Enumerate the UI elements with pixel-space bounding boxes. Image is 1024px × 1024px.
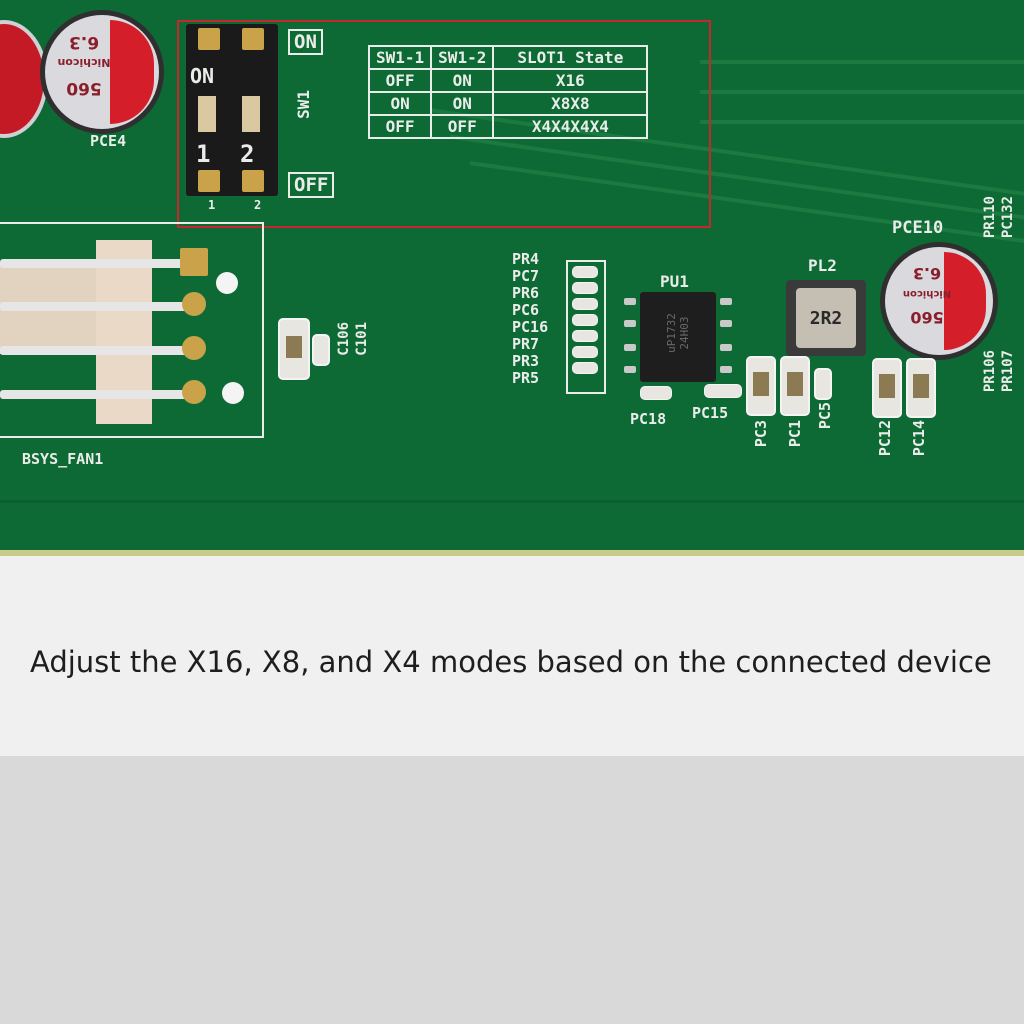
- table-header: SW1-1: [367, 45, 433, 70]
- component-c101: [312, 334, 330, 366]
- fan-pad: [180, 248, 208, 276]
- label-pce10: PCE10: [892, 218, 944, 238]
- table-row: OFF ON X16: [367, 68, 649, 93]
- inductor-marking: 2R2: [809, 308, 843, 329]
- label-pr106: PR106: [982, 350, 998, 393]
- label-pc5: PC5: [816, 402, 834, 430]
- resistor-label: PC6: [512, 301, 540, 319]
- capacitor-voltage: 6.3: [68, 32, 100, 52]
- resistor-label: PR5: [512, 369, 540, 387]
- table-cell: ON: [430, 68, 495, 93]
- inductor-pl2: 2R2: [786, 280, 866, 356]
- table-header: SW1-2: [430, 45, 495, 70]
- fan-pin: [0, 346, 200, 355]
- label-fan: BSYS_FAN1: [22, 450, 104, 468]
- table-header-row: SW1-1 SW1-2 SLOT1 State: [367, 45, 649, 70]
- capacitor-brand: Nichicon: [57, 56, 111, 69]
- fan-pad: [182, 292, 206, 316]
- label-off: OFF: [288, 172, 335, 198]
- label-pr110: PR110: [982, 196, 998, 239]
- label-pr107: PR107: [1000, 350, 1016, 393]
- label-pc1: PC1: [786, 420, 804, 448]
- capacitor-pce4: 6.3 Nichicon 560: [40, 10, 164, 134]
- chip-marking: uP1732 24H03: [665, 313, 691, 353]
- switch-pin-2: 2: [254, 198, 262, 212]
- table-cell: OFF: [367, 114, 433, 139]
- table-header: SLOT1 State: [492, 45, 649, 70]
- capacitor-pce10: 6.3 Nichicon 560: [880, 242, 998, 360]
- caption-band: [0, 556, 1024, 756]
- table-cell: X16: [492, 68, 649, 93]
- label-pc3: PC3: [752, 420, 770, 448]
- board-trace: [0, 500, 1024, 503]
- board-trace: [700, 60, 1024, 64]
- table-row: ON ON X8X8: [367, 91, 649, 116]
- component-c106: [278, 318, 310, 380]
- circuit-board-photo: 6.3 Nichicon 560 PCE4 ON 1 2 1 2 ON OFF …: [0, 0, 1024, 554]
- capacitor-value: 560: [910, 308, 944, 327]
- resistor-label: PR3: [512, 352, 540, 370]
- table-cell: X8X8: [492, 91, 649, 116]
- switch-position-1: 1: [196, 140, 211, 168]
- label-pc132: PC132: [1000, 196, 1016, 239]
- table-row: OFF OFF X4X4X4X4: [367, 114, 649, 139]
- resistor-label: PR7: [512, 335, 540, 353]
- label-on: ON: [288, 29, 323, 55]
- table-cell: OFF: [430, 114, 495, 139]
- fan-pin: [0, 390, 200, 399]
- label-pce4: PCE4: [90, 132, 127, 150]
- capacitor-voltage: 6.3: [912, 264, 942, 283]
- label-c101: C101: [354, 322, 370, 356]
- board-trace: [700, 90, 1024, 94]
- fan-pin: [0, 302, 200, 311]
- table-cell: OFF: [367, 68, 433, 93]
- label-pc18: PC18: [630, 410, 667, 428]
- component-pc3: [746, 356, 776, 416]
- component-pc18: [640, 386, 672, 400]
- label-c106: C106: [336, 322, 352, 356]
- resistor-label: PR4: [512, 250, 540, 268]
- label-pu1: PU1: [660, 272, 689, 291]
- component-pc1: [780, 356, 810, 416]
- switch-position-2: 2: [240, 140, 255, 168]
- component-pc15: [704, 384, 742, 398]
- dip-switch-sw1: ON 1 2: [186, 24, 278, 196]
- component-pc5: [814, 368, 832, 400]
- resistor-label: PR6: [512, 284, 540, 302]
- resistor-label: PC16: [512, 318, 549, 336]
- label-pc12: PC12: [876, 420, 894, 457]
- board-trace: [700, 120, 1024, 124]
- fan-pad: [182, 336, 206, 360]
- fan-connector-outline: [0, 222, 264, 438]
- resistor-array: [566, 260, 606, 394]
- mounting-hole: [222, 382, 244, 404]
- switch-lever-2: [242, 96, 260, 132]
- label-pl2: PL2: [808, 256, 837, 275]
- table-cell: X4X4X4X4: [492, 114, 649, 139]
- switch-state-table: SW1-1 SW1-2 SLOT1 State OFF ON X16 ON ON…: [367, 45, 649, 139]
- label-pc14: PC14: [910, 420, 928, 457]
- chip-pu1: uP1732 24H03: [640, 292, 716, 382]
- table-cell: ON: [430, 91, 495, 116]
- fan-pin: [0, 259, 200, 268]
- lower-band: [0, 756, 1024, 1024]
- caption-text: Adjust the X16, X8, and X4 modes based o…: [30, 645, 992, 679]
- switch-top-text: ON: [190, 64, 215, 88]
- label-sw1: SW1: [294, 90, 313, 119]
- capacitor-value: 560: [66, 78, 102, 98]
- switch-lever-1: [198, 96, 216, 132]
- capacitor-brand: Nichicon: [902, 288, 952, 299]
- mounting-hole: [216, 272, 238, 294]
- switch-pin-1: 1: [208, 198, 216, 212]
- component-pc12: [872, 358, 902, 418]
- label-pc15: PC15: [692, 404, 729, 422]
- component-pc14: [906, 358, 936, 418]
- resistor-label: PC7: [512, 267, 540, 285]
- board-edge: [0, 550, 1024, 556]
- fan-pad: [182, 380, 206, 404]
- highlight-box: [177, 20, 711, 228]
- table-cell: ON: [367, 91, 433, 116]
